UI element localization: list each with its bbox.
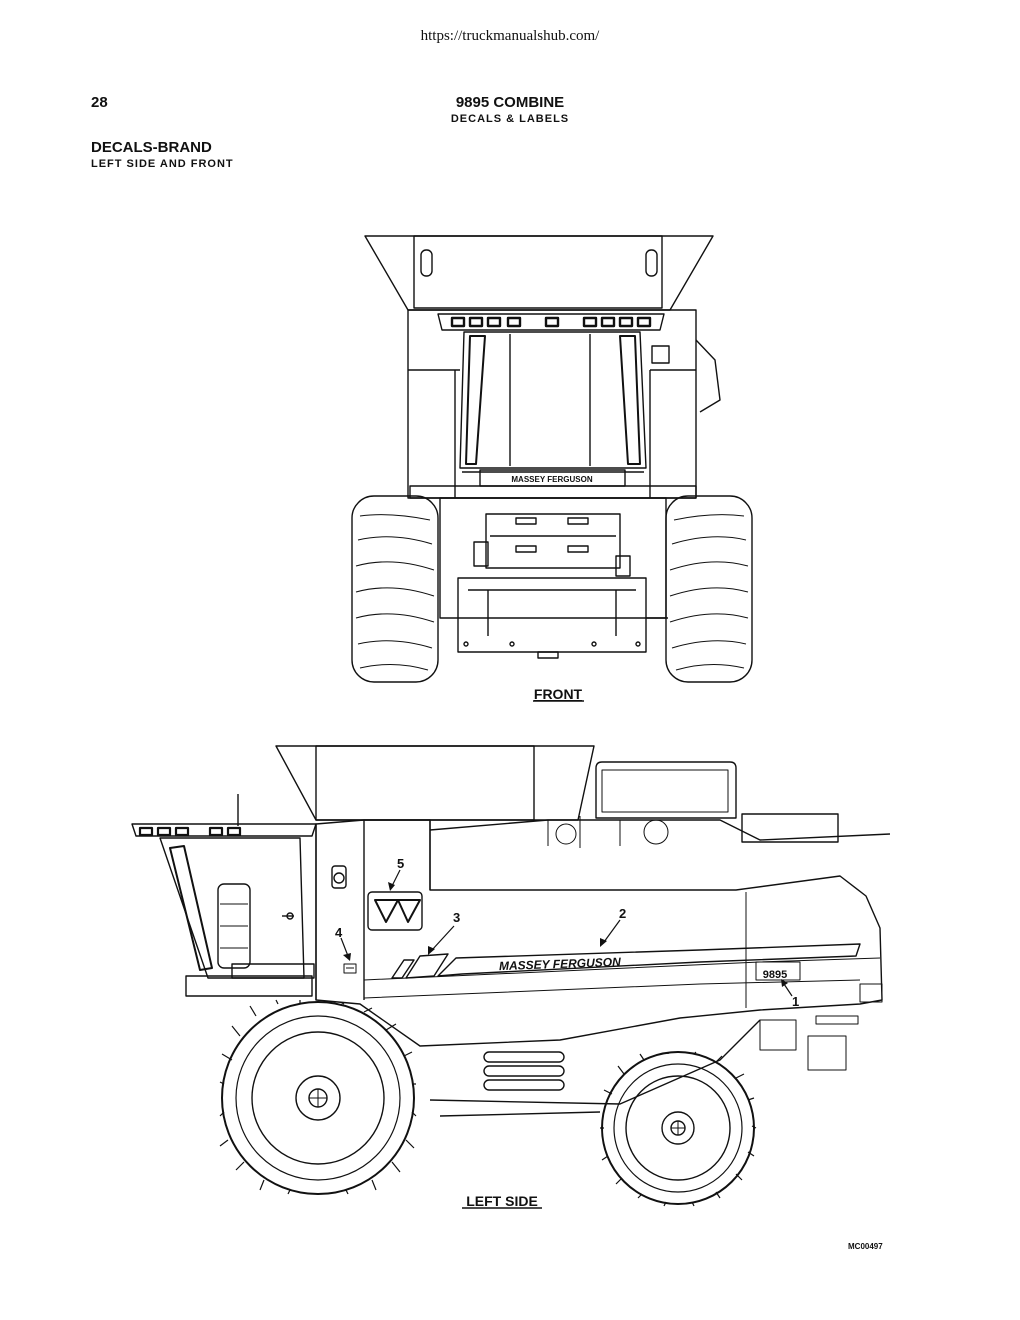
callout-leaders xyxy=(340,869,793,997)
side-view-label: LEFT SIDE xyxy=(466,1193,538,1209)
callout-3: 3 xyxy=(453,910,460,925)
figure-code: MC00497 xyxy=(848,1242,883,1251)
side-view: MASSEY FERGUSON 9895 xyxy=(131,745,891,1207)
callout-4: 4 xyxy=(335,925,343,940)
section-title: DECALS-BRAND xyxy=(91,139,212,156)
manual-title: 9895 COMBINE xyxy=(455,94,565,111)
callout-1: 1 xyxy=(792,994,799,1009)
front-view-label: FRONT xyxy=(534,686,583,702)
manual-subtitle: DECALS & LABELS xyxy=(450,113,570,125)
page-number: 28 xyxy=(91,94,108,111)
model-decal-text: 9895 xyxy=(763,969,787,981)
section-subtitle: LEFT SIDE AND FRONT xyxy=(91,158,234,170)
callout-2: 2 xyxy=(619,906,626,921)
front-view: MASSEY FERGUSON xyxy=(351,235,753,683)
side-decal-text: MASSEY FERGUSON xyxy=(499,955,622,973)
callout-5: 5 xyxy=(397,856,404,871)
front-decal-text: MASSEY FERGUSON xyxy=(511,475,592,484)
source-url: https://truckmanualshub.com/ xyxy=(420,28,600,44)
